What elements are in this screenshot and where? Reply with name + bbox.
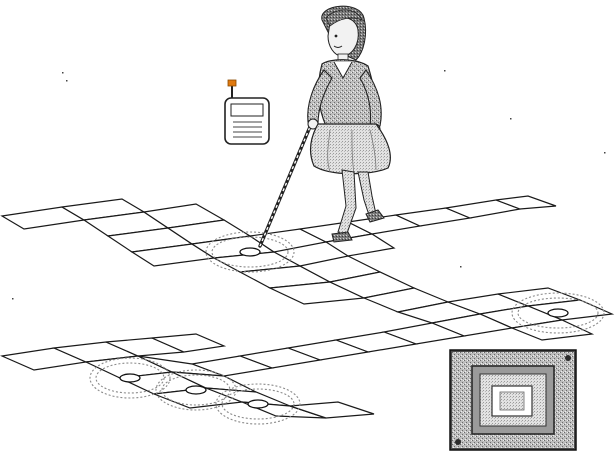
path-arm-upper-right — [250, 196, 556, 256]
person-with-cane — [260, 6, 390, 246]
handheld-reader-icon — [225, 80, 269, 144]
rfid-tag-photo-inset — [450, 350, 576, 450]
